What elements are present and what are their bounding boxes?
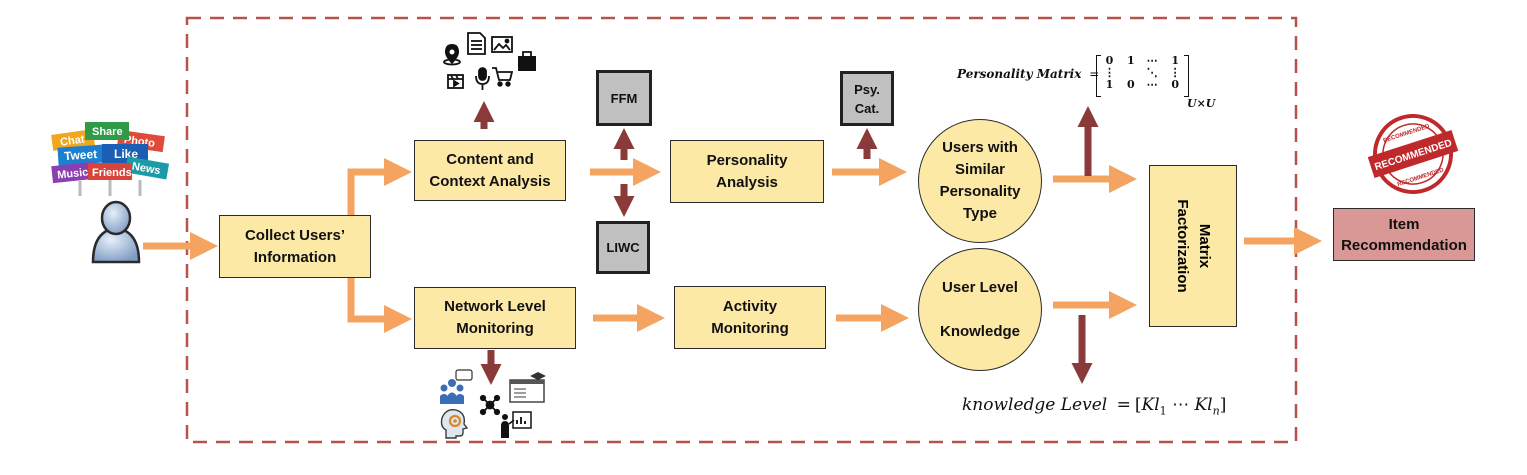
- knowledge-first: Kl: [1141, 395, 1160, 415]
- matrix-cell: 0: [1105, 54, 1114, 67]
- sign-tweet: Tweet: [64, 147, 98, 163]
- psy-cat-label: Psy. Cat.: [854, 81, 880, 116]
- personality-analysis-label: Personality Analysis: [706, 151, 788, 191]
- presentation-icon: [501, 411, 532, 438]
- content-context-label: Content and Context Analysis: [429, 150, 551, 190]
- item-recommendation-box: Item Recommendation: [1333, 208, 1475, 261]
- knowledge-level-label: knowledge Level: [962, 395, 1108, 415]
- knowledge-last: Kl: [1194, 395, 1213, 415]
- matrix-cell: 1: [1105, 78, 1114, 91]
- matrix-cell: 0: [1127, 78, 1135, 91]
- matrix-cell: ⋯: [1146, 54, 1158, 67]
- personality-matrix-formula: Personality Matrix =: [957, 67, 1099, 81]
- red-arrows: [473, 101, 1099, 385]
- document-icon: [467, 32, 486, 55]
- sign-news: News: [131, 160, 161, 177]
- video-icon: [447, 74, 464, 89]
- matrix-cell: 1: [1127, 54, 1135, 67]
- knowledge-equals: =: [1116, 395, 1131, 415]
- personality-matrix: 0 1 ⋯ 1 ⋮ ⋱ ⋮ 1 0 ⋯ 0: [1096, 55, 1189, 97]
- gear-head-icon: [440, 408, 469, 439]
- content-context-box: Content and Context Analysis: [414, 140, 566, 201]
- sign-chat: Chat: [59, 133, 85, 148]
- activity-monitoring-label: Activity Monitoring: [711, 297, 789, 337]
- personality-analysis-box: Personality Analysis: [670, 140, 824, 203]
- network-monitoring-box: Network Level Monitoring: [414, 287, 576, 349]
- matrix-size-label: U×U: [1187, 97, 1216, 110]
- ffm-label: FFM: [610, 90, 638, 106]
- recommended-stamp-icon: RECOMMENDED RECOMMENDED RECOMMENDED: [1367, 114, 1459, 194]
- similar-personality-label: Users with Similar Personality Type: [939, 139, 1021, 222]
- user-avatar-icon: [91, 200, 141, 264]
- knowledge-last-sub: n: [1212, 404, 1220, 418]
- knowledge-close-bracket: ]: [1219, 395, 1227, 415]
- knowledge-level-formula: knowledge Level =[Kl1 ⋯ Kln]: [962, 395, 1226, 417]
- knowledge-open-bracket: [: [1134, 395, 1142, 415]
- knowledge-first-sub: 1: [1159, 404, 1167, 418]
- matrix-cell: ⋮: [1104, 66, 1115, 79]
- similar-personality-circle: Users with Similar Personality Type: [918, 119, 1042, 243]
- network-monitoring-label: Network Level Monitoring: [444, 298, 546, 337]
- image-icon: [491, 36, 513, 53]
- matrix-cell: ⋯: [1146, 78, 1158, 91]
- matrix-factorization-label: Matrix Factorization: [1174, 199, 1213, 293]
- group-chat-icon: [440, 369, 473, 404]
- activity-monitoring-box: Activity Monitoring: [674, 286, 826, 349]
- psy-cat-box: Psy. Cat.: [840, 71, 894, 126]
- content-icons: [443, 32, 536, 90]
- social-signs-icon: Chat Photo Share Tweet Like News Music F…: [51, 122, 170, 196]
- network-icons: [440, 369, 546, 439]
- matrix-cell: ⋮: [1169, 66, 1181, 79]
- matrix-table: 0 1 ⋯ 1 ⋮ ⋱ ⋮ 1 0 ⋯ 0: [1098, 55, 1187, 91]
- matrix-factorization-box: Matrix Factorization: [1149, 165, 1237, 327]
- sign-music: Music: [57, 166, 89, 181]
- collect-users-info-box: Collect Users’ Information: [219, 215, 371, 278]
- orange-arrows: [143, 158, 1322, 333]
- sign-friends: Friends: [92, 167, 132, 179]
- item-recommendation-label: Item Recommendation: [1341, 215, 1467, 254]
- user-level-knowledge-label: User Level Knowledge: [939, 278, 1020, 340]
- arrow-collect-to-content: [347, 158, 412, 215]
- matrix-cell: 1: [1171, 54, 1179, 67]
- user-level-knowledge-circle: User Level Knowledge: [918, 248, 1042, 371]
- cart-icon: [492, 67, 514, 87]
- personality-matrix-equals: =: [1089, 67, 1100, 81]
- bag-icon: [518, 51, 536, 71]
- matrix-cell: ⋱: [1146, 66, 1158, 79]
- ffm-box: FFM: [596, 70, 652, 126]
- liwc-box: LIWC: [596, 221, 650, 274]
- liwc-label: LIWC: [606, 240, 640, 255]
- microphone-icon: [475, 67, 490, 90]
- personality-matrix-label: Personality Matrix: [957, 67, 1082, 81]
- matrix-cell: 0: [1171, 78, 1179, 91]
- sign-share: Share: [92, 126, 123, 138]
- network-icon: [479, 394, 501, 416]
- location-pin-icon: [443, 44, 461, 66]
- knowledge-dots: ⋯: [1172, 395, 1190, 415]
- education-icon: [509, 372, 546, 403]
- collect-users-info-label: Collect Users’ Information: [244, 226, 346, 266]
- arrow-collect-to-network: [347, 278, 412, 333]
